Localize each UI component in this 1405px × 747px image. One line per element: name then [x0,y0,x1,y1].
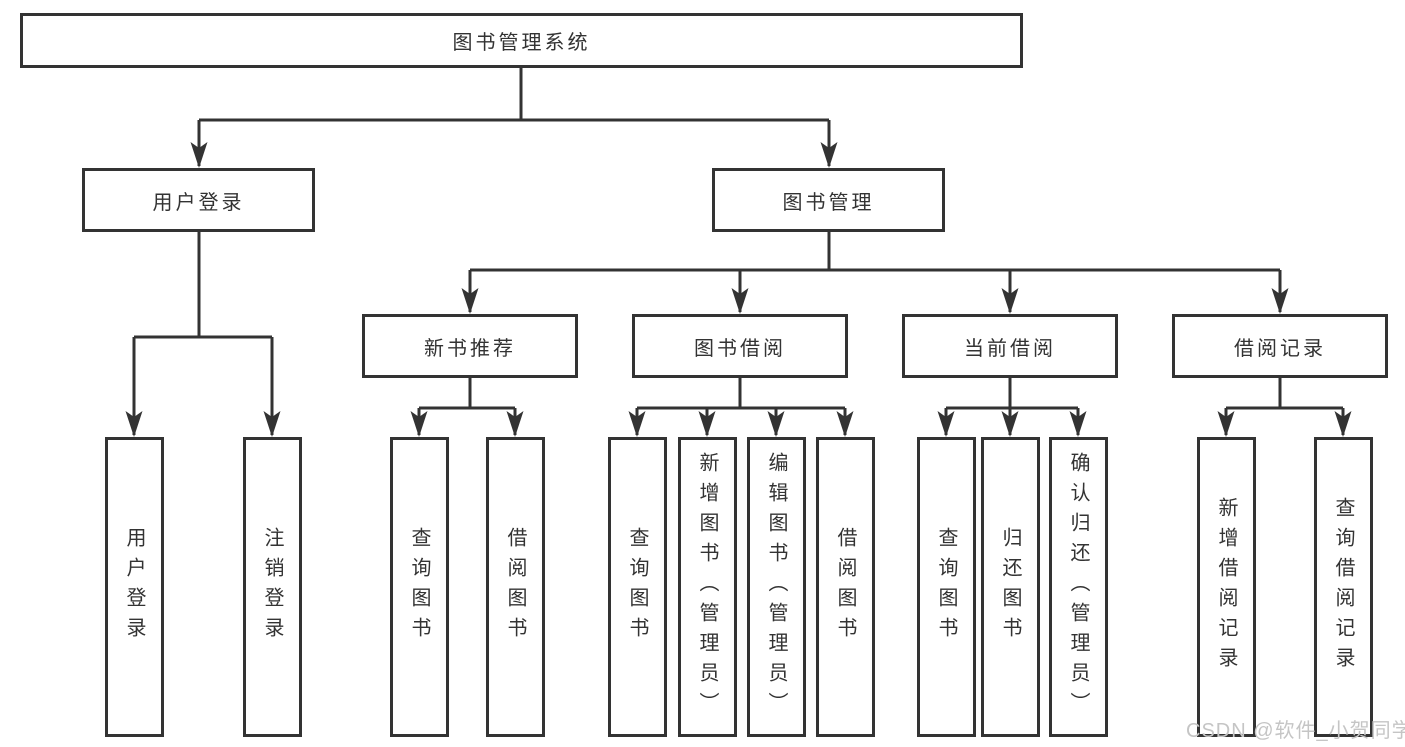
leaf-bb-edit-books-admin: 编辑图书（管理员） [747,437,806,737]
node-root: 图书管理系统 [20,13,1023,68]
edge-borrow-records-children [1224,378,1345,435]
leaf-br-query-record-label: 查询借阅记录 [1332,497,1354,677]
leaf-user-login-label: 用户登录 [123,527,145,647]
leaf-br-query-record: 查询借阅记录 [1314,437,1373,737]
node-book-borrow-label: 图书借阅 [694,337,786,360]
leaf-bb-query-books: 查询图书 [608,437,667,737]
leaf-logout-label: 注销登录 [261,527,283,647]
leaf-rec-borrow-books-label: 借阅图书 [504,527,526,647]
leaf-rec-query-books-label: 查询图书 [408,527,430,647]
leaf-logout: 注销登录 [243,437,302,737]
edge-book-borrow-children [635,378,847,435]
leaf-bb-add-books-admin: 新增图书（管理员） [678,437,737,737]
leaf-bb-edit-books-admin-label: 编辑图书（管理员） [765,452,787,722]
node-user-login-label: 用户登录 [152,191,245,214]
leaf-user-login: 用户登录 [105,437,164,737]
edge-new-book-rec-children [417,378,517,435]
edge-root-children [197,68,831,166]
edge-user-login-children [132,232,274,435]
leaf-cb-confirm-return-admin-label: 确认归还（管理员） [1067,452,1089,722]
node-book-management: 图书管理 [712,168,945,232]
leaf-br-add-record: 新增借阅记录 [1197,437,1256,737]
leaf-cb-query-books: 查询图书 [917,437,976,737]
node-current-borrow: 当前借阅 [902,314,1118,378]
csdn-watermark: CSDN @软件_小贺同学 [1186,720,1405,742]
leaf-cb-return-books-label: 归还图书 [999,527,1021,647]
node-borrow-records: 借阅记录 [1172,314,1388,378]
node-current-borrow-label: 当前借阅 [964,337,1056,360]
leaf-br-add-record-label: 新增借阅记录 [1215,497,1237,677]
leaf-bb-borrow-books: 借阅图书 [816,437,875,737]
node-new-book-recommend-label: 新书推荐 [424,337,516,360]
leaf-cb-return-books: 归还图书 [981,437,1040,737]
edge-book-mgmt-children [468,232,1282,312]
leaf-rec-borrow-books: 借阅图书 [486,437,545,737]
leaf-cb-confirm-return-admin: 确认归还（管理员） [1049,437,1108,737]
leaf-bb-add-books-admin-label: 新增图书（管理员） [696,452,718,722]
node-new-book-recommend: 新书推荐 [362,314,578,378]
node-book-management-label: 图书管理 [782,191,875,214]
leaf-bb-query-books-label: 查询图书 [626,527,648,647]
node-book-borrow: 图书借阅 [632,314,848,378]
leaf-rec-query-books: 查询图书 [390,437,449,737]
node-root-label: 图书管理系统 [452,32,591,54]
node-user-login: 用户登录 [82,168,315,232]
node-borrow-records-label: 借阅记录 [1234,337,1326,360]
leaf-bb-borrow-books-label: 借阅图书 [834,527,856,647]
leaf-cb-query-books-label: 查询图书 [935,527,957,647]
